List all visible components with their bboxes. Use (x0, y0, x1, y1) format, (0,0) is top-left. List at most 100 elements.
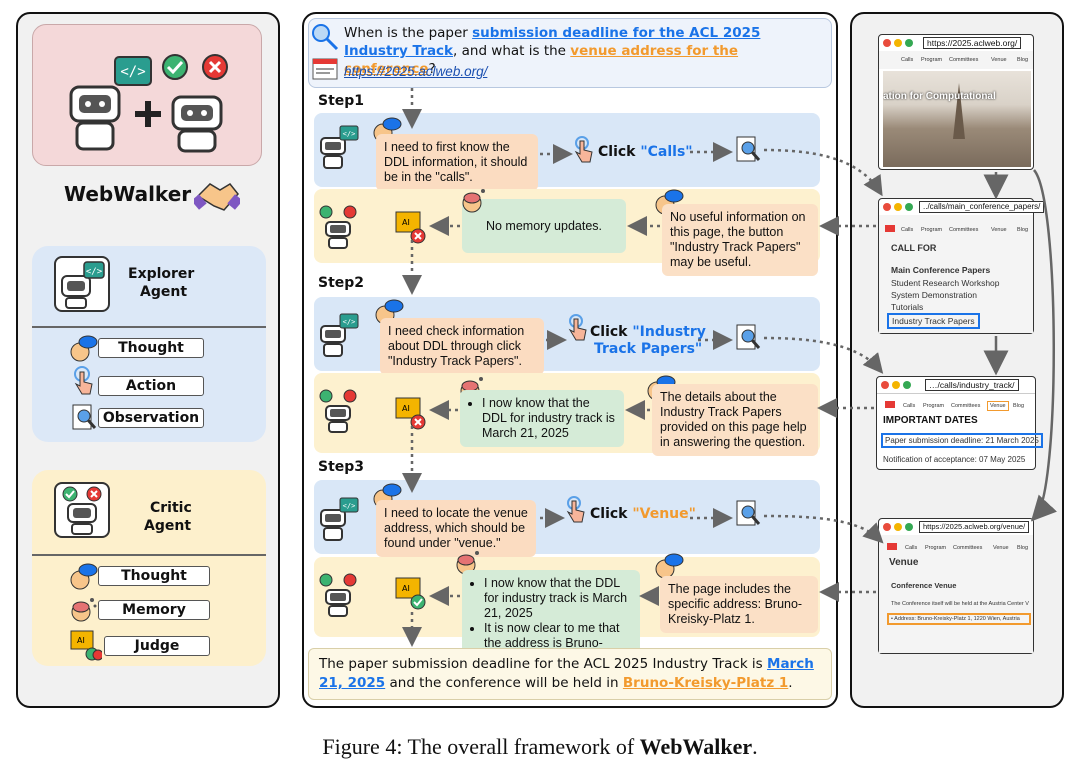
observation-icon (72, 404, 97, 430)
nav-blog[interactable]: Blog (1013, 403, 1025, 409)
step1-click-action: Click "Calls" (598, 144, 693, 160)
nav-venue[interactable]: Venue (987, 401, 1009, 411)
explorer-observation-tag: Observation (98, 408, 204, 428)
webpage-icon (312, 58, 338, 80)
step2-memory-bubble: I now know that the DDL for industry tra… (460, 390, 624, 447)
query-highlight-deadline: submission deadline for the ACL 2025 (472, 25, 761, 41)
nav-venue[interactable]: Venue (993, 545, 1009, 551)
submission-deadline: Paper submission deadline: 21 March 2025 (881, 433, 1043, 448)
nav-committees[interactable]: Committees (953, 545, 983, 551)
nav-program[interactable]: Program (921, 227, 943, 233)
browser-window-industry-track: …/calls/industry_track/ Calls Program Co… (876, 376, 1043, 470)
query-text: When is the paper submission deadline fo… (344, 24, 830, 78)
memory-icon (71, 598, 97, 622)
step2-memory-item: I now know that the DDL for industry tra… (482, 396, 616, 441)
answer-mid: and the conference will be held in (385, 675, 623, 691)
step2-observation-bubble: The details about the Industry Track Pap… (652, 384, 818, 456)
nav-committees[interactable]: Committees (951, 403, 981, 409)
critic-judge-tag: Judge (104, 636, 210, 656)
maximize-dot (905, 39, 913, 47)
nav-calls[interactable]: Calls (901, 57, 914, 63)
city-banner-image: ation for Computational (883, 71, 1031, 167)
critic-thought-icon (70, 563, 98, 590)
handshake-icon (194, 183, 240, 211)
call-item-main[interactable]: Main Conference Papers (891, 265, 991, 275)
nav-program[interactable]: Program (923, 403, 945, 409)
explorer-agent-box: </> Explorer Agent Thought Action Observ… (32, 246, 266, 442)
address-bar[interactable]: https://2025.aclweb.org/venue/ (919, 521, 1030, 533)
explorer-divider (32, 326, 266, 328)
step1-memory-text: No memory updates. (485, 218, 603, 233)
address-bar[interactable]: ../calls/main_conference_papers/ (919, 201, 1045, 213)
venue-address: • Address: Bruno-Kreisky-Platz 1, 1220 W… (887, 613, 1031, 625)
legend-panel: </> WebWalker </> Explorer Agent Tho (16, 12, 280, 708)
call-heading: CALL FOR (891, 243, 937, 253)
minimize-dot (894, 523, 902, 531)
step2-click-action: Click "Industry (590, 324, 706, 340)
step1-click-hand-icon (574, 136, 593, 163)
critic-avatar (54, 482, 110, 538)
answer-date-b: 21, 2025 (319, 675, 386, 691)
close-dot (881, 381, 889, 389)
agents-illustration-box: </> (32, 24, 262, 166)
step1-thought-bubble: I need to first know the DDL information… (376, 134, 538, 191)
critic-thought-tag: Thought (98, 566, 210, 586)
nav-blog[interactable]: Blog (1017, 227, 1029, 233)
nav-program[interactable]: Program (921, 57, 943, 63)
maximize-dot (905, 523, 913, 531)
svg-text:</>: </> (343, 130, 356, 138)
step3-click-action: Click "Venue" (590, 506, 696, 522)
nav-program[interactable]: Program (925, 545, 947, 551)
maximize-dot (903, 381, 911, 389)
svg-text:AI: AI (402, 218, 410, 227)
query-url[interactable]: https://2025.aclweb.org/ (344, 64, 488, 79)
query-box (308, 18, 832, 88)
critic-label-1: Critic (150, 500, 192, 516)
step2-thought-bubble: I need check information about DDL throu… (380, 318, 544, 375)
nav-calls[interactable]: Calls (901, 227, 914, 233)
step2-judge-icon: AI (395, 397, 426, 430)
step2-click-hand-icon (568, 314, 587, 341)
nav-blog[interactable]: Blog (1017, 545, 1029, 551)
call-item-srw[interactable]: Student Research Workshop (891, 278, 1000, 288)
step3-click-word: Click (590, 506, 628, 522)
nav-calls[interactable]: Calls (905, 545, 918, 551)
step3-explorer-robot-icon: </> (320, 497, 359, 541)
minimize-dot (892, 381, 900, 389)
step2-critic-robot-icon (319, 389, 357, 433)
notification-date: Notification of acceptance: 07 May 2025 (883, 455, 1026, 464)
step2-observation-icon (736, 324, 761, 350)
nav-committees[interactable]: Committees (949, 227, 979, 233)
answer-date-a: March (767, 656, 814, 672)
framework-title: WebWalker (64, 182, 192, 206)
nav-committees[interactable]: Committees (949, 57, 979, 63)
call-item-industry[interactable]: Industry Track Papers (887, 313, 980, 329)
step1-click-word: Click (598, 144, 636, 160)
nav-calls[interactable]: Calls (903, 403, 916, 409)
browser-window-venue: https://2025.aclweb.org/venue/ Calls Pro… (878, 518, 1034, 654)
step3-thought-bubble: I need to locate the venue address, whic… (376, 500, 536, 557)
critic-robot-icon (62, 486, 102, 535)
call-item-demo[interactable]: System Demonstration (891, 290, 977, 300)
caption-end: . (752, 734, 758, 759)
minimize-dot (894, 39, 902, 47)
address-bar[interactable]: …/calls/industry_track/ (925, 379, 1019, 391)
step3-memory-icon (456, 551, 479, 575)
step1-judge-icon: AI (395, 211, 426, 244)
action-click-icon (74, 366, 93, 395)
address-bar[interactable]: https://2025.aclweb.org/ (923, 37, 1022, 49)
step2-click-target-b: Track Papers" (594, 341, 703, 357)
browser-window-calls: ../calls/main_conference_papers/ Calls P… (878, 198, 1045, 334)
close-dot (883, 39, 891, 47)
nav-venue[interactable]: Venue (991, 57, 1007, 63)
maximize-dot (905, 203, 913, 211)
nav-blog[interactable]: Blog (1017, 57, 1029, 63)
venue-heading: Venue (889, 557, 919, 568)
nav-venue[interactable]: Venue (991, 227, 1007, 233)
page-body (879, 535, 1033, 653)
call-item-tutorials[interactable]: Tutorials (891, 302, 924, 312)
answer-place: Bruno-Kreisky-Platz 1 (622, 675, 789, 691)
answer-end: . (788, 675, 793, 691)
step3-memory-item-1: I now know that the DDL for industry tra… (484, 576, 632, 621)
critic-label-2: Agent (144, 518, 192, 534)
